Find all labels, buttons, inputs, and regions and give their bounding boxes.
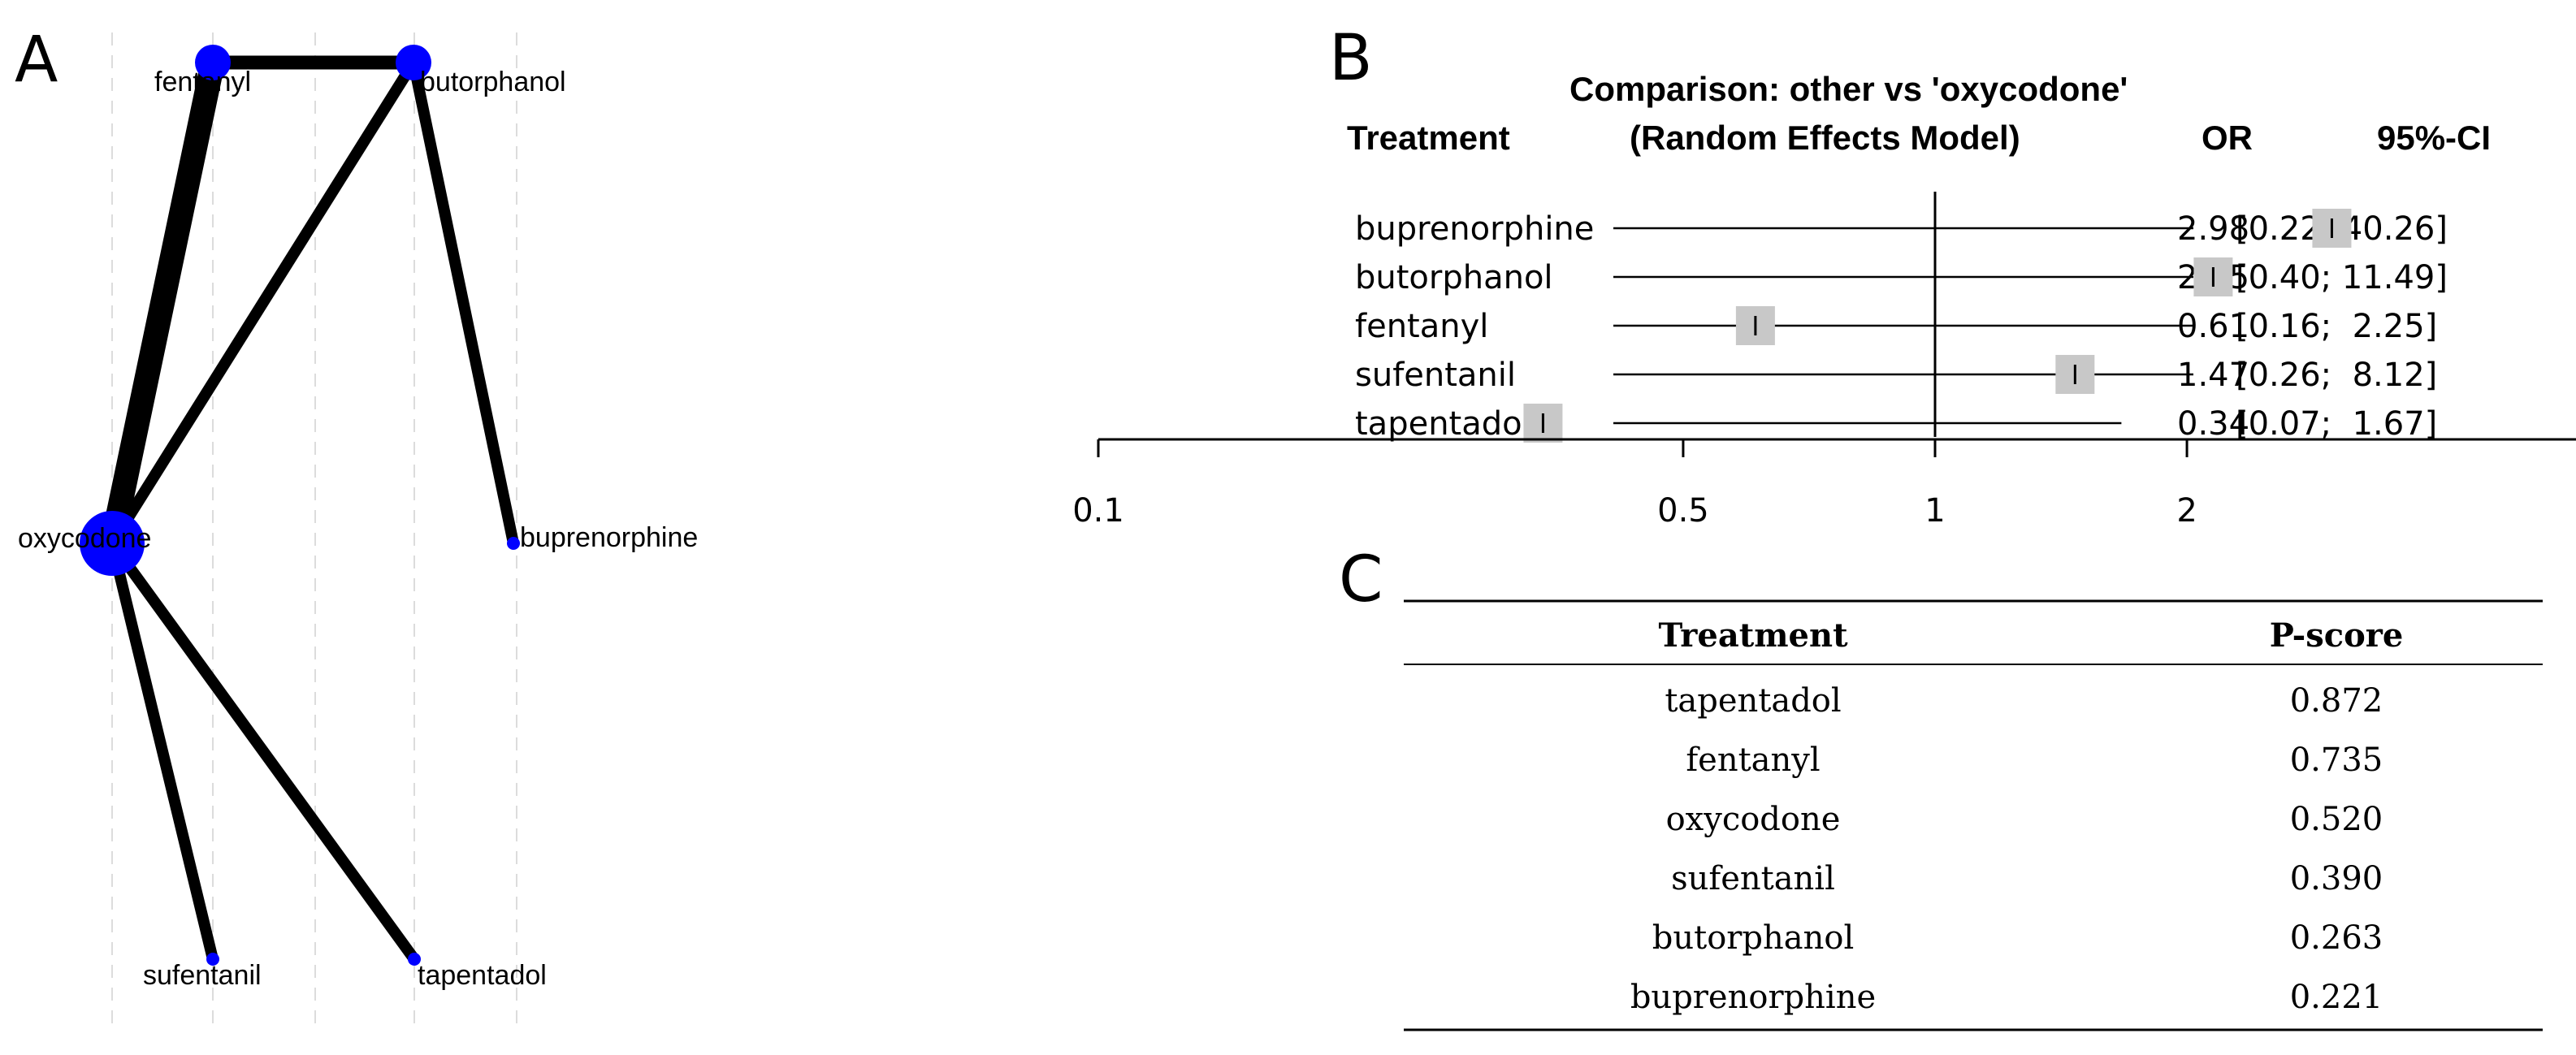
forest-axis-tick-label: 2 bbox=[2176, 492, 2197, 530]
pscore-row-treatment: tapentadol bbox=[1665, 682, 1841, 720]
forest-axis-tick-label: 1 bbox=[1924, 492, 1945, 530]
pscore-row-value: 0.263 bbox=[2290, 919, 2383, 957]
node-label-sufentanil: sufentanil bbox=[143, 960, 262, 991]
node-label-buprenorphine: buprenorphine bbox=[520, 522, 698, 553]
forest-row-treatment: butorphanol bbox=[1355, 259, 1553, 296]
panel-b-letter: B bbox=[1329, 22, 1373, 95]
pscore-row-treatment: fentanyl bbox=[1686, 742, 1820, 779]
forest-marks bbox=[1523, 192, 2352, 443]
forest-col-or: OR bbox=[2202, 119, 2253, 157]
forest-header-line2: (Random Effects Model) bbox=[1630, 119, 2020, 157]
forest-col-ci: 95%-CI bbox=[2377, 119, 2491, 157]
pscore-row-value: 0.221 bbox=[2290, 979, 2383, 1016]
forest-row-ci: [0.40; 11.49] bbox=[2236, 259, 2448, 296]
network-edge-oxycodone-sufentanil bbox=[106, 538, 219, 965]
forest-header-line1: Comparison: other vs 'oxycodone' bbox=[1569, 70, 2128, 108]
pscore-row-treatment: butorphanol bbox=[1652, 919, 1855, 957]
pscore-row-value: 0.872 bbox=[2290, 682, 2383, 720]
forest-row-or: 0.34 bbox=[2177, 405, 2249, 443]
forest-axis-tick-label: 0.5 bbox=[1657, 492, 1709, 530]
forest-row-ci: [0.26; 8.12] bbox=[2236, 357, 2437, 394]
network-nodes bbox=[80, 45, 520, 966]
node-label-butorphanol: butorphanol bbox=[420, 67, 566, 97]
pscore-col-treatment: Treatment bbox=[1658, 616, 1848, 655]
forest-row-treatment: sufentanil bbox=[1355, 357, 1516, 394]
node-label-fentanyl: fentanyl bbox=[154, 67, 251, 97]
pscore-rows: tapentadol 0.872 fentanyl 0.735 oxycodone 0.5… bbox=[1630, 682, 2383, 1016]
network-node-sufentanil bbox=[206, 953, 219, 966]
pscore-row-value: 0.520 bbox=[2290, 801, 2383, 838]
forest-row-treatment: tapentadol bbox=[1355, 405, 1531, 443]
network-panel: A fentanyl butorphanol oxycodone bupreno… bbox=[15, 24, 698, 1031]
network-node-fentanyl bbox=[195, 45, 231, 80]
forest-axis-tick-label: 0.1 bbox=[1072, 492, 1124, 530]
network-guides bbox=[111, 32, 517, 1031]
pscore-row-value: 0.390 bbox=[2290, 860, 2383, 897]
network-edge-butorphanol-oxycodone bbox=[106, 57, 419, 549]
panel-c-letter: C bbox=[1339, 543, 1383, 616]
network-node-tapentadol bbox=[408, 953, 421, 966]
forest-row-treatment: fentanyl bbox=[1355, 308, 1488, 345]
network-edges bbox=[100, 50, 519, 965]
forest-col-treatment: Treatment bbox=[1347, 119, 1510, 157]
forest-axis: 0.10.51210 bbox=[1072, 438, 2576, 530]
network-node-butorphanol bbox=[396, 45, 431, 80]
network-node-buprenorphine bbox=[507, 537, 520, 550]
node-label-oxycodone: oxycodone bbox=[18, 523, 151, 554]
pscore-row-value: 0.735 bbox=[2290, 742, 2383, 779]
panel-a-letter: A bbox=[15, 24, 58, 97]
pscore-row-treatment: oxycodone bbox=[1666, 801, 1841, 838]
network-node-oxycodone bbox=[80, 511, 145, 576]
forest-row-ci: [0.16; 2.25] bbox=[2236, 308, 2437, 345]
pscore-row-treatment: buprenorphine bbox=[1630, 979, 1876, 1016]
pscore-col-pscore: P-score bbox=[2270, 616, 2404, 655]
node-label-tapentadol: tapentadol bbox=[418, 960, 547, 991]
pscore-panel: C Treatment P-score tapentadol 0.872 fenta… bbox=[1339, 543, 2543, 1031]
forest-row-ci: [0.07; 1.67] bbox=[2236, 405, 2437, 443]
pscore-row-treatment: sufentanil bbox=[1671, 860, 1835, 897]
forest-row-treatment: buprenorphine bbox=[1355, 210, 1594, 248]
network-labels: fentanyl butorphanol oxycodone buprenorp… bbox=[18, 67, 698, 991]
network-edge-fentanyl-oxycodone bbox=[100, 50, 225, 556]
forest-panel: B Comparison: other vs 'oxycodone' Treat… bbox=[1072, 22, 2576, 530]
network-edge-butorphanol-buprenorphine bbox=[408, 57, 519, 549]
network-edge-oxycodone-tapentadol bbox=[106, 538, 420, 965]
